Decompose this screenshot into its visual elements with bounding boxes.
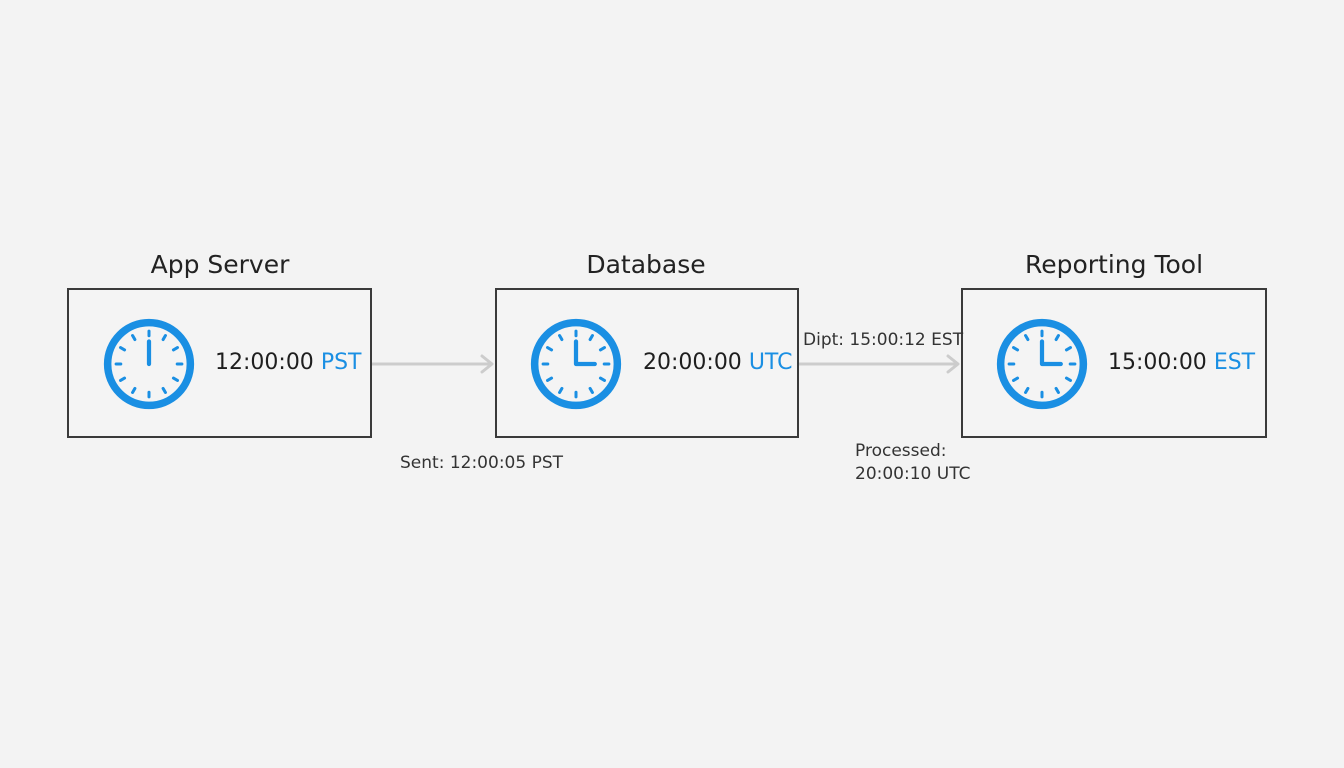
database-title: Database (586, 250, 706, 279)
database-node: 20:00:00 UTC (495, 288, 799, 438)
processed-timestamp-label: 20:00:10 UTC (855, 464, 971, 484)
clock-icon (996, 318, 1088, 410)
timezone-label: EST (1213, 350, 1256, 375)
app-server-node: 12:00:00 PST (67, 288, 372, 438)
reporting-tool-node: 15:00:00 EST (961, 288, 1267, 438)
arrow-database-to-reporting-tool (799, 354, 960, 374)
clock-icon (530, 318, 622, 410)
processed-label: Processed: (855, 441, 947, 461)
timezone-label: PST (320, 350, 362, 375)
reporting-tool-title: Reporting Tool (1024, 250, 1204, 279)
arrow-app-server-to-database (372, 354, 494, 374)
clock-icon (103, 318, 195, 410)
dipt-timestamp-label: Dipt: 15:00:12 EST (803, 330, 964, 350)
time-value: 15:00:00 (1108, 350, 1207, 375)
reporting-tool-time: 15:00:00 EST (1108, 348, 1255, 378)
timezone-label: UTC (748, 350, 793, 375)
time-value: 20:00:00 (643, 350, 742, 375)
time-value: 12:00:00 (215, 350, 314, 375)
sent-timestamp-label: Sent: 12:00:05 PST (400, 453, 564, 473)
app-server-time: 12:00:00 PST (215, 348, 361, 378)
database-time: 20:00:00 UTC (643, 348, 792, 378)
app-server-title: App Server (150, 250, 290, 279)
